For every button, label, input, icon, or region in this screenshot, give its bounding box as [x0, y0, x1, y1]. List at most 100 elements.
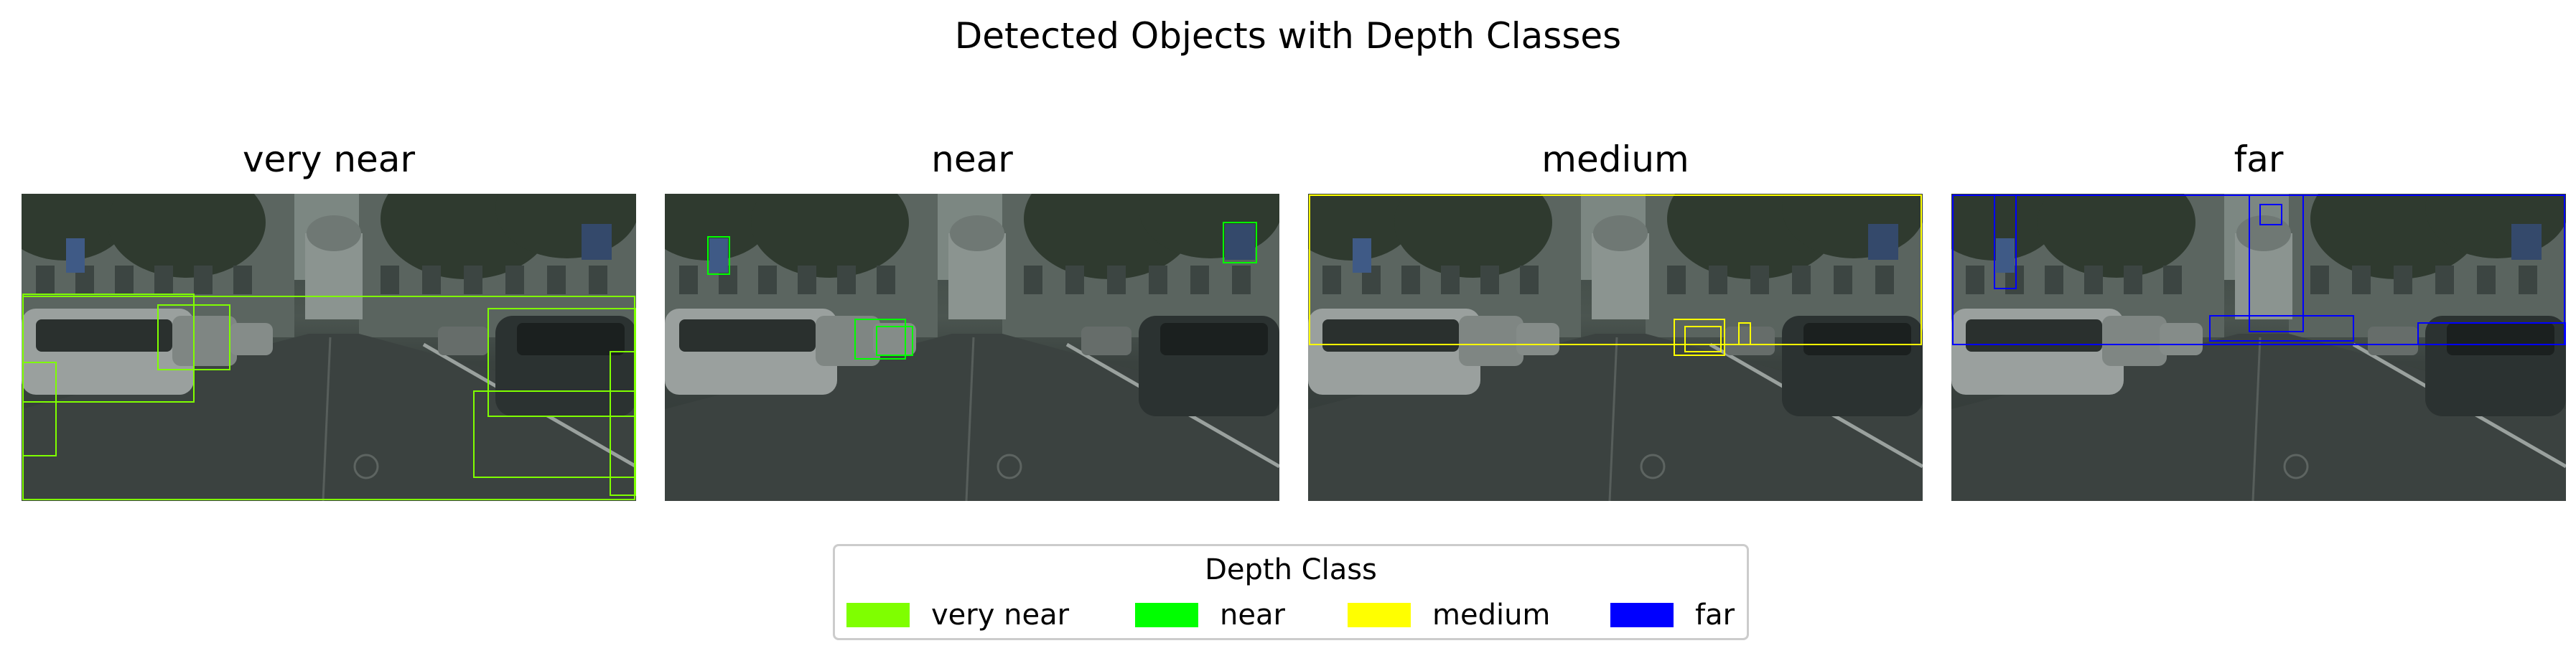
legend-swatch — [846, 603, 910, 627]
street-scene — [1951, 194, 2566, 501]
panel-title: far — [2234, 139, 2284, 180]
window — [2435, 266, 2454, 294]
bounding-box — [157, 304, 230, 370]
bounding-box — [1952, 194, 2565, 345]
legend: Depth Class very near near medium far — [833, 544, 1749, 640]
detection-boxes — [22, 294, 636, 500]
street-scene — [22, 194, 636, 501]
car-window — [1322, 319, 1459, 352]
bounding-box — [1223, 222, 1257, 263]
lane-marking — [965, 337, 975, 501]
window — [1834, 266, 1852, 294]
window — [1322, 266, 1341, 294]
legend-label: very near — [931, 599, 1070, 632]
hood-ornament — [353, 454, 379, 479]
sign — [1868, 224, 1898, 260]
car — [1081, 327, 1131, 355]
bounding-box — [1994, 194, 2017, 289]
car — [816, 316, 880, 366]
bounding-box — [22, 362, 57, 456]
window — [1441, 266, 1460, 294]
window — [1024, 266, 1042, 294]
car-window — [1160, 323, 1268, 355]
window — [1520, 266, 1539, 294]
sign — [709, 238, 728, 273]
street-scene-image — [665, 194, 1279, 501]
bounding-box — [2259, 204, 2282, 225]
panel-far: far — [1951, 139, 2566, 501]
tree — [1308, 194, 1416, 261]
detection-boxes — [1309, 194, 1922, 356]
legend-label: near — [1220, 599, 1285, 632]
window — [798, 266, 816, 294]
car-window — [2447, 323, 2554, 355]
car — [2102, 316, 2167, 366]
window — [1065, 266, 1084, 294]
legend-swatch — [1610, 603, 1674, 627]
bounding-box — [2417, 322, 2566, 345]
window — [154, 266, 173, 294]
car — [2368, 327, 2418, 355]
lane-marking — [2251, 337, 2262, 501]
car — [2160, 323, 2203, 355]
window — [589, 266, 607, 294]
window — [464, 266, 482, 294]
legend-title: Depth Class — [1205, 553, 1377, 586]
car-window — [1803, 323, 1911, 355]
dome — [1593, 215, 1648, 251]
hood-ornament — [1640, 454, 1666, 479]
window — [2045, 266, 2063, 294]
window — [2477, 266, 2496, 294]
car — [172, 316, 237, 366]
bounding-box — [22, 294, 195, 403]
bounding-box — [1738, 322, 1751, 345]
car-window — [1966, 319, 2102, 352]
window — [194, 266, 213, 294]
window — [2163, 266, 2182, 294]
window — [1875, 266, 1894, 294]
window — [381, 266, 399, 294]
legend-item-near: near — [1135, 599, 1285, 631]
bounding-box — [2209, 315, 2354, 342]
figure-title: Detected Objects with Depth Classes — [954, 15, 1622, 57]
bounding-box — [876, 326, 913, 356]
legend-label: far — [1695, 599, 1735, 632]
car-window — [679, 319, 816, 352]
bounding-box — [1309, 194, 1922, 345]
window — [758, 266, 777, 294]
window — [233, 266, 252, 294]
car — [230, 323, 273, 355]
bounding-box — [473, 390, 636, 478]
tree — [108, 194, 266, 278]
dome — [307, 215, 361, 251]
tree — [1394, 194, 1552, 278]
bounding-box — [854, 319, 906, 360]
window — [1792, 266, 1811, 294]
legend-item-far: far — [1610, 599, 1735, 631]
window — [36, 266, 55, 294]
dome — [950, 215, 1004, 251]
bounding-box — [610, 351, 636, 496]
window — [2519, 266, 2537, 294]
window — [2394, 266, 2412, 294]
window — [2352, 266, 2371, 294]
window — [1667, 266, 1686, 294]
legend-item-very-near: very near — [846, 599, 1069, 631]
legend-swatch — [1348, 603, 1411, 627]
street-scene-image — [22, 194, 636, 501]
legend-item-medium: medium — [1348, 599, 1550, 631]
bounding-box — [487, 308, 636, 417]
bounding-box — [22, 296, 635, 500]
street-scene — [1308, 194, 1923, 501]
car — [438, 327, 488, 355]
window — [422, 266, 441, 294]
window — [1401, 266, 1420, 294]
panel-near: near — [665, 139, 1279, 501]
window — [115, 266, 134, 294]
panel-title: medium — [1541, 139, 1689, 180]
window — [2124, 266, 2142, 294]
window — [2310, 266, 2329, 294]
window — [1190, 266, 1209, 294]
lane-marking — [322, 337, 332, 501]
panel-title: very near — [242, 139, 416, 180]
